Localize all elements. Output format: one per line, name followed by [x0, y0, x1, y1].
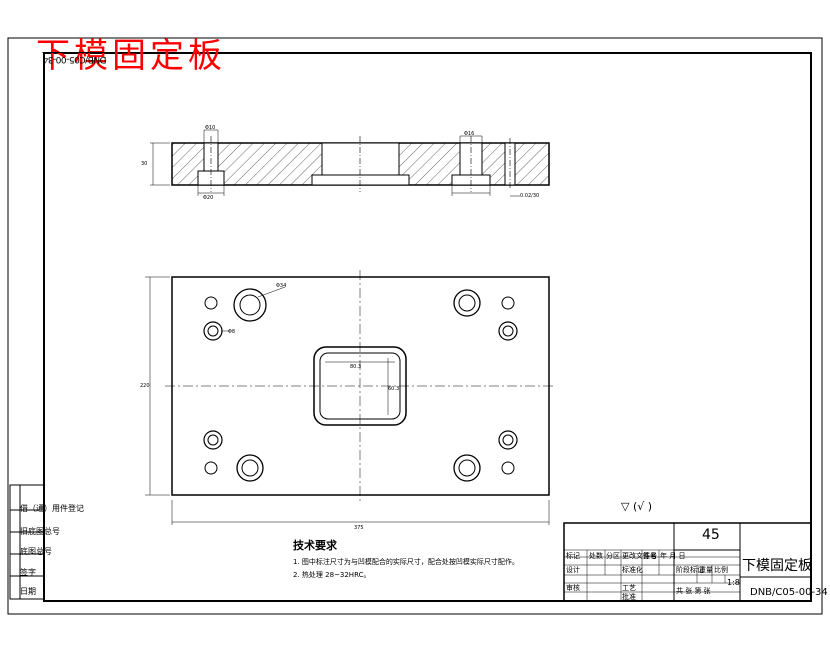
tb-label-standard: 标准化 — [622, 566, 643, 574]
tech-note-1: 1. 图中标注尺寸为与凹模配合的实际尺寸，配合处按凹模实际尺寸配作。 — [293, 558, 519, 566]
tb-label-weight: 重量 — [699, 566, 713, 574]
title-block-material: 45 — [702, 527, 720, 543]
pin-hole — [501, 296, 515, 310]
counterbore-top-left — [233, 286, 286, 322]
counterbore-top-right — [453, 289, 481, 317]
plan-view — [145, 270, 556, 525]
dim-plan-height: 220 — [140, 383, 150, 389]
tb-label-mark: 标记 — [566, 552, 580, 560]
tb-label-stage: 阶段标记 — [676, 566, 704, 574]
drawing-frame — [43, 52, 812, 602]
tb-label-date: 年 月 日 — [660, 552, 686, 560]
drawing-title-red: 下模固定板 — [36, 36, 226, 76]
pin-hole — [204, 296, 218, 310]
tb-label-zone: 分区 — [606, 552, 620, 560]
tb-label-approve: 批准 — [622, 593, 636, 601]
dim-plan-width: 375 — [354, 525, 364, 531]
roughness-symbol: ▽ (√ ) — [621, 500, 652, 513]
title-block-part-name: 下模固定板 — [742, 558, 812, 574]
tb-label-sign: 签名 — [643, 552, 657, 560]
dim-bore: Φ34 — [276, 283, 287, 289]
side-label-date: 日期 — [20, 587, 36, 596]
side-label-borrowed: 借（通）用件登记 — [20, 504, 84, 513]
bolt-hole-left-lower — [203, 430, 223, 450]
dim-counterbore-top: Φ10 — [205, 125, 216, 131]
dim-hole-top: Φ16 — [464, 131, 475, 137]
tech-requirements-title: 技术要求 — [293, 539, 337, 552]
tb-label-change: 更改文件号 — [622, 552, 657, 560]
side-label-sign: 签字 — [20, 568, 36, 577]
section-view — [150, 129, 550, 197]
counterbore-bottom-right — [453, 454, 481, 482]
dim-thickness: 30 — [141, 161, 148, 167]
dim-cavity-w: 80.3 — [350, 364, 362, 370]
drawing-number-rotated: DNB/C05-00-34 — [43, 52, 107, 64]
side-column — [9, 484, 45, 600]
side-label-old-number: 旧底图总号 — [20, 527, 60, 536]
bolt-hole-right-upper — [498, 321, 518, 341]
tb-label-design: 设计 — [566, 566, 580, 574]
dim-pin: Φ8 — [228, 329, 236, 335]
dim-cavity-h: 60.3 — [388, 386, 400, 392]
roughness-triangle: ▽ — [621, 500, 630, 513]
roughness-text: (√ ) — [632, 500, 653, 513]
outer-sheet-border — [7, 37, 823, 615]
title-block-drawing-code: DNB/C05-00-34 — [750, 587, 828, 598]
tb-label-ratio: 比例 — [714, 566, 728, 574]
title-block — [563, 522, 812, 602]
counterbore-bottom-left — [236, 454, 264, 482]
bolt-hole-left-upper — [203, 321, 230, 341]
title-block-scale: 1:8 — [727, 578, 740, 587]
dim-right-note: 0.02/30 — [520, 193, 540, 199]
tb-label-count: 处数 — [589, 552, 603, 560]
pin-hole — [204, 461, 218, 475]
dim-bottom-hole: Φ20 — [203, 195, 214, 201]
side-label-base-number: 底图总号 — [20, 547, 52, 556]
tech-note-2: 2. 热处理 28~32HRC。 — [293, 571, 371, 579]
bolt-hole-right-lower — [498, 430, 518, 450]
tb-label-sheet: 共 张 第 张 — [676, 587, 711, 595]
tb-label-review: 审核 — [566, 584, 580, 592]
tb-label-process: 工艺 — [622, 584, 636, 592]
pin-hole — [501, 461, 515, 475]
